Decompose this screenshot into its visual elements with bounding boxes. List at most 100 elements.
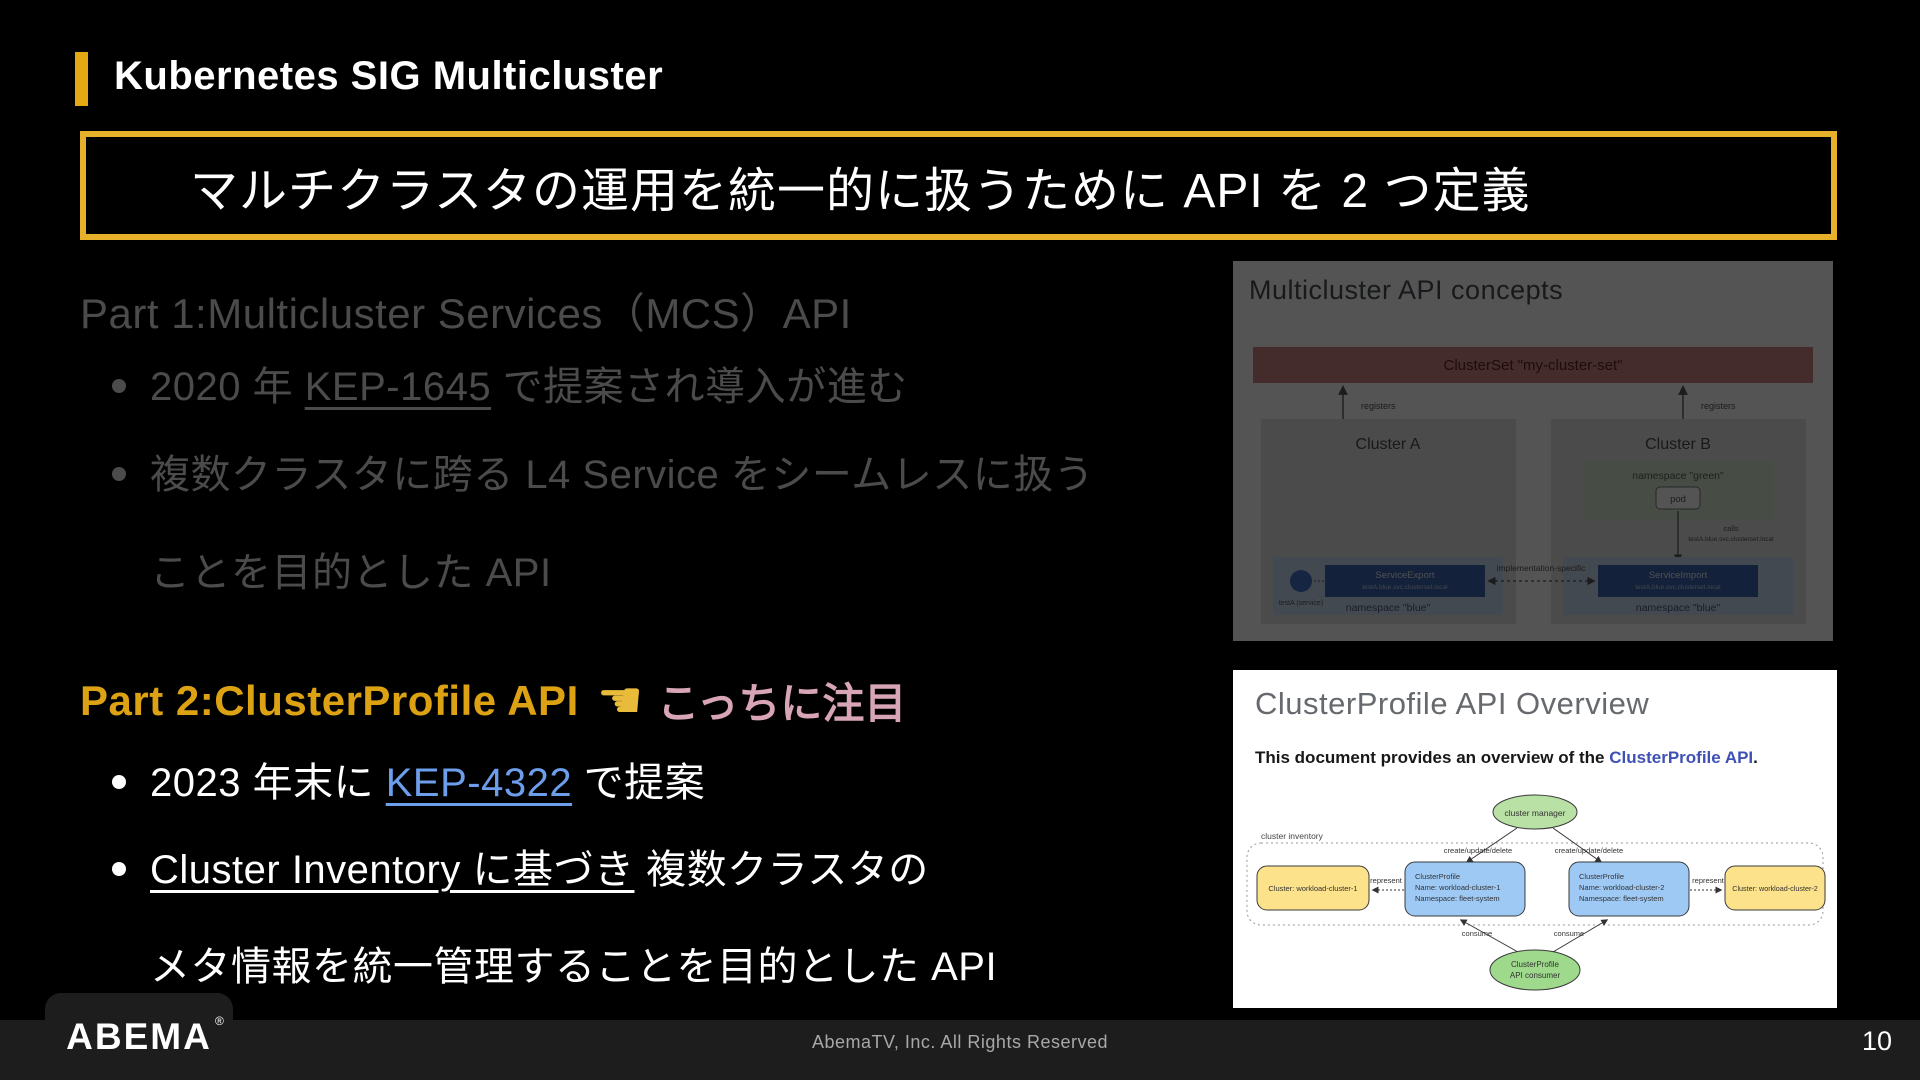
- kep-1645-link[interactable]: KEP-1645: [304, 365, 492, 409]
- part1-bullet-2-text: 複数クラスタに跨る L4 Service をシームレスに扱う: [150, 453, 1095, 497]
- part2-heading-text: Part 2:ClusterProfile API: [80, 676, 579, 724]
- headline-text: マルチクラスタの運用を統一的に扱うために API を 2 つ定義: [190, 164, 1531, 218]
- cluster-a-box: [1261, 419, 1516, 624]
- service-import-label: ServiceImport: [1649, 570, 1708, 581]
- part1-bullet-1: 2020 年 KEP-1645 で提案され導入が進む: [112, 362, 908, 412]
- clusterset-label: ClusterSet "my-cluster-set": [1443, 357, 1622, 374]
- workload-cluster-2-label: Cluster: workload-cluster-2: [1732, 884, 1817, 893]
- consume-label: consume: [1462, 929, 1492, 938]
- cluster-a-label: Cluster A: [1356, 436, 1421, 453]
- clusterprofile-2-title: ClusterProfile: [1579, 872, 1624, 881]
- part1-bullet-1-text: 2020 年 KEP-1645 で提案され導入が進む: [150, 362, 908, 412]
- clusterprofile-api-overview-image: ClusterProfile API Overview This documen…: [1233, 670, 1837, 1008]
- service-circle: [1290, 570, 1312, 592]
- registers-label: registers: [1701, 401, 1736, 411]
- clusterprofile-1-title: ClusterProfile: [1415, 872, 1460, 881]
- cluster-b-box: [1551, 419, 1806, 624]
- part1-bullet-2: 複数クラスタに跨る L4 Service をシームレスに扱う: [112, 450, 1094, 500]
- text-segment: .: [1753, 748, 1758, 767]
- testa-service-label: testA (service): [1279, 600, 1323, 607]
- text-segment: 複数クラスタの: [634, 848, 929, 892]
- cluster-b-label: Cluster B: [1645, 436, 1711, 453]
- part1-bullet-2-continuation: ことを目的とした API: [150, 551, 552, 595]
- footer-copyright: AbemaTV, Inc. All Rights Reserved: [812, 1032, 1108, 1052]
- part1-heading: Part 1:Multicluster Services（MCS）API: [80, 290, 852, 337]
- service-export-label: ServiceExport: [1375, 570, 1434, 581]
- cluster-inventory-label: cluster inventory: [1261, 831, 1324, 841]
- cluster-inventory-underline: Cluster Inventory に基づき: [150, 848, 635, 892]
- pod-box: [1655, 486, 1701, 510]
- bullet-dot: [112, 775, 126, 789]
- text-segment: で提案され導入が進む: [491, 365, 908, 409]
- calls-target-label: testA.blue.svc.clusterset.local: [1688, 536, 1774, 543]
- cluster-manager-ellipse: [1492, 794, 1578, 830]
- represent-label: represent: [1370, 876, 1403, 885]
- workload-cluster-1-label: Cluster: workload-cluster-1: [1268, 884, 1357, 893]
- title-accent-bar: [75, 52, 88, 106]
- clusterprofile-api-link[interactable]: ClusterProfile API: [1609, 748, 1754, 767]
- page-number: 10: [1861, 1026, 1892, 1056]
- pointing-left-icon: ☚: [596, 671, 644, 730]
- namespace-blue-a-box: [1273, 557, 1503, 615]
- cud-arrow: [1552, 827, 1603, 863]
- clusterprofile-1-box: [1404, 861, 1526, 917]
- text-segment: 2020 年: [150, 365, 305, 409]
- abema-logo-text: ABEMA: [66, 1015, 212, 1057]
- clusterprofile-2-name: Name: workload-cluster-2: [1579, 883, 1664, 892]
- registers-label: registers: [1361, 401, 1396, 411]
- text-segment: で提案: [572, 761, 706, 805]
- consume-label: consume: [1554, 929, 1584, 938]
- footer-bar: [0, 1020, 1920, 1080]
- multicluster-api-concepts-image: Multicluster API concepts ClusterSet "my…: [1233, 261, 1833, 641]
- represent-label: represent: [1692, 876, 1725, 885]
- namespace-blue-b-label: namespace "blue": [1636, 602, 1721, 614]
- headline-box: マルチクラスタの運用を統一的に扱うために API を 2 つ定義: [80, 131, 1837, 240]
- consume-arrow: [1552, 919, 1609, 953]
- namespace-blue-b-box: [1563, 557, 1793, 615]
- service-import-box: [1598, 565, 1758, 597]
- part2-bullet-2-text: Cluster Inventory に基づき 複数クラスタの: [150, 845, 929, 895]
- registered-mark-icon: ®: [214, 1013, 226, 1028]
- consume-arrow: [1459, 919, 1519, 953]
- namespace-green-box: [1583, 461, 1773, 519]
- api-consumer-line2: API consumer: [1510, 971, 1561, 980]
- service-import-sub: testA.blue.svc.clusterset.local: [1635, 584, 1721, 591]
- service-export-sub: testA.blue.svc.clusterset.local: [1362, 584, 1448, 591]
- implementation-specific-label: implementation-specific: [1497, 563, 1587, 573]
- part2-callout-text: こっちに注目: [657, 680, 907, 727]
- part2-bullet-1-text: 2023 年末に KEP-4322 で提案: [150, 758, 705, 808]
- image2-title: ClusterProfile API Overview: [1255, 686, 1650, 721]
- page-title: Kubernetes SIG Multicluster: [114, 54, 664, 98]
- part2-bullet-2-continuation: メタ情報を統一管理することを目的とした API: [150, 945, 998, 989]
- kep-4322-link[interactable]: KEP-4322: [385, 761, 573, 805]
- cluster-manager-label: cluster manager: [1505, 808, 1566, 818]
- bullet-dot: [112, 467, 126, 481]
- multicluster-diagram: ClusterSet "my-cluster-set" registers re…: [1253, 347, 1813, 624]
- api-consumer-line1: ClusterProfile: [1511, 960, 1560, 969]
- workload-cluster-1-box: [1256, 865, 1370, 911]
- clusterprofile-2-ns: Namespace: fleet-system: [1579, 894, 1664, 903]
- clusterset-banner: [1253, 347, 1813, 383]
- bullet-dot: [112, 379, 126, 393]
- calls-label: calls: [1723, 524, 1738, 533]
- clusterprofile-2-box: [1568, 861, 1690, 917]
- workload-cluster-2-box: [1724, 865, 1826, 911]
- clusterprofile-1-name: Name: workload-cluster-1: [1415, 883, 1500, 892]
- abema-logo-tab: ABEMA®: [45, 993, 233, 1080]
- part2-bullet-1: 2023 年末に KEP-4322 で提案: [112, 758, 705, 808]
- abema-logo: ABEMA®: [66, 1014, 224, 1058]
- namespace-blue-a-label: namespace "blue": [1346, 602, 1431, 614]
- clusterprofile-diagram: cluster manager cluster inventory create…: [1246, 794, 1826, 991]
- text-segment: This document provides an overview of th…: [1255, 748, 1610, 767]
- api-consumer-ellipse: [1489, 949, 1581, 991]
- bullet-dot: [112, 862, 126, 876]
- create-update-delete-label: create/update/delete: [1444, 846, 1512, 855]
- clusterprofile-1-ns: Namespace: fleet-system: [1415, 894, 1500, 903]
- cud-arrow: [1465, 827, 1518, 863]
- part2-bullet-2: Cluster Inventory に基づき 複数クラスタの: [112, 845, 929, 895]
- namespace-green-label: namespace "green": [1632, 470, 1724, 482]
- service-export-box: [1325, 565, 1485, 597]
- pod-label: pod: [1670, 494, 1686, 505]
- create-update-delete-label: create/update/delete: [1555, 846, 1623, 855]
